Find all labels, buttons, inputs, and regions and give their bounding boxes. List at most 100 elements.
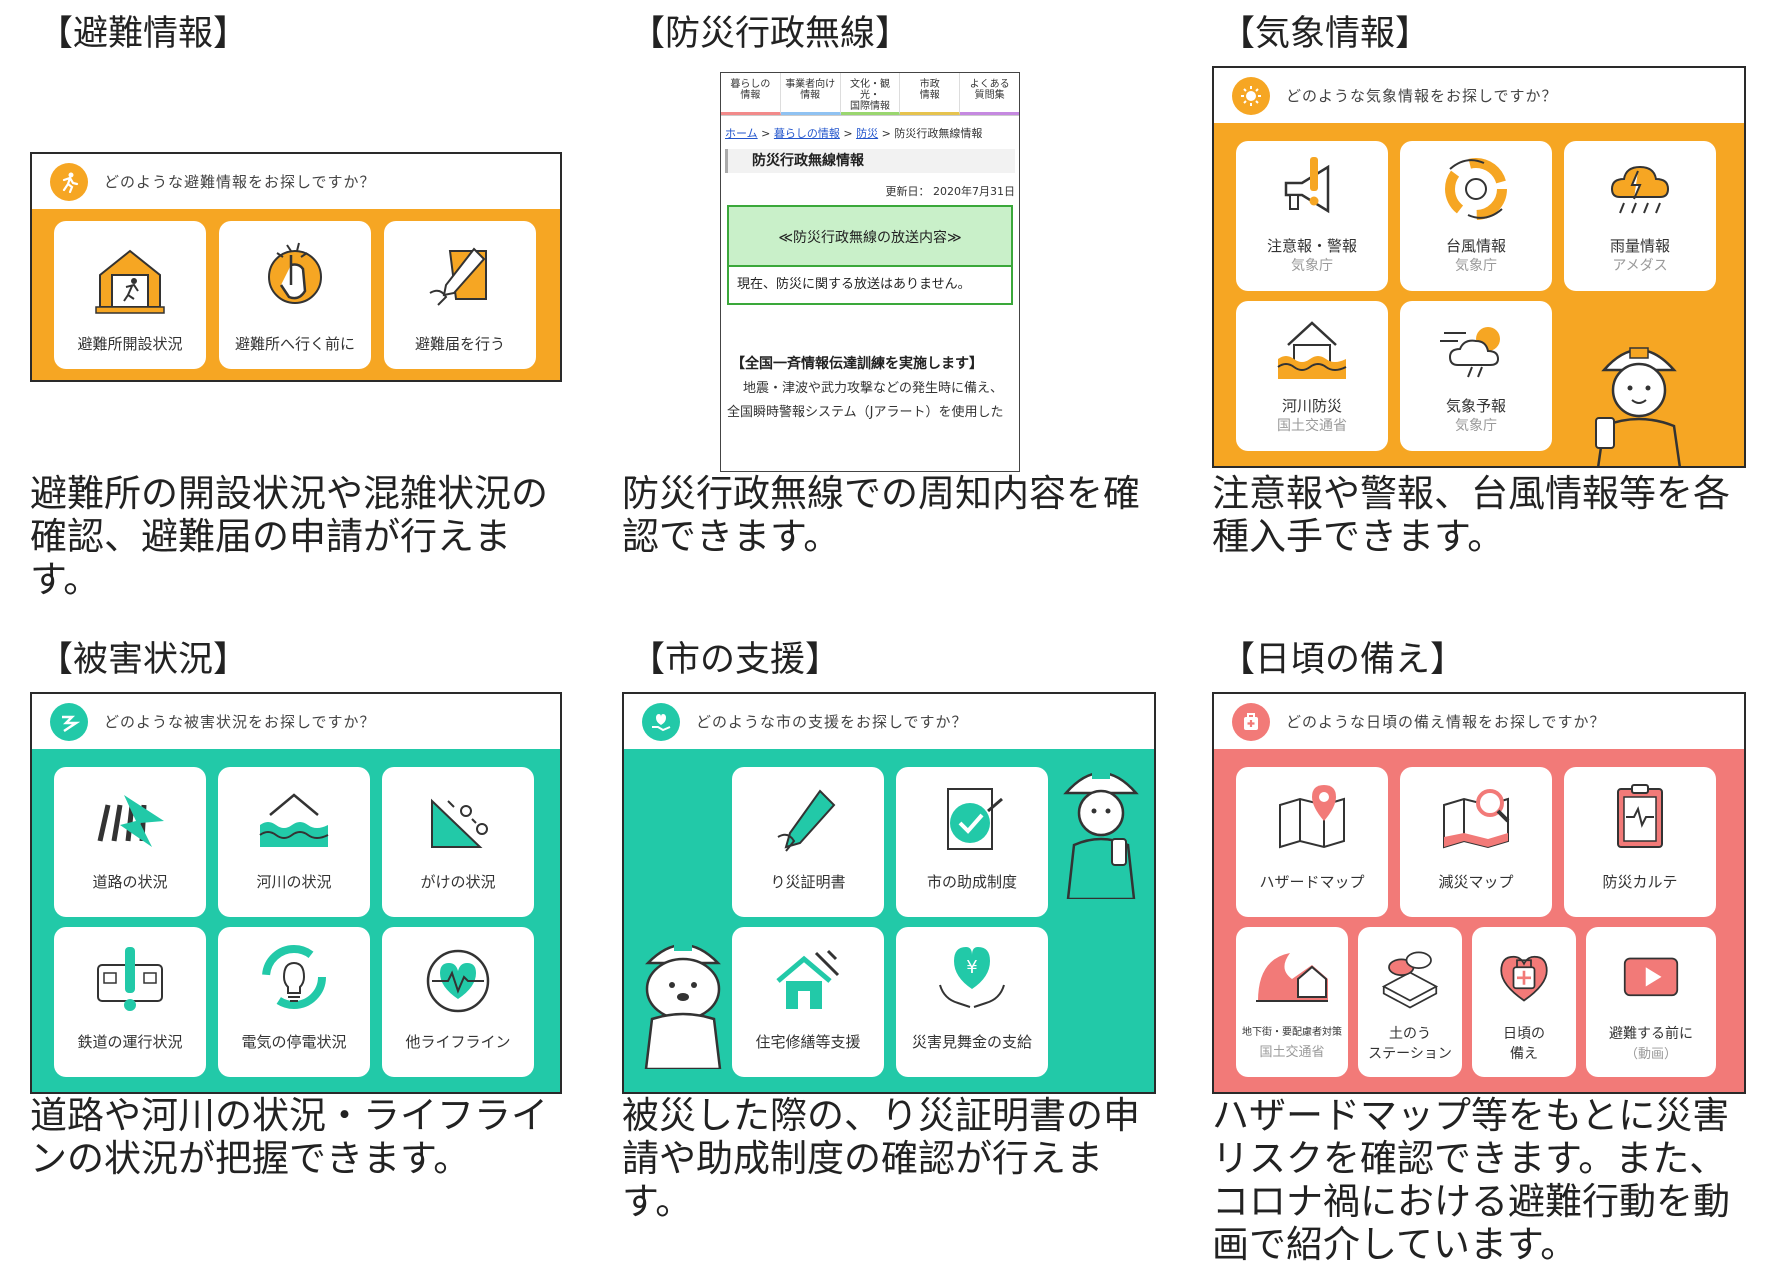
tile-label: 河川の状況: [256, 873, 332, 891]
notice-title: 【全国一斉情報伝達訓練を実施します】: [731, 356, 983, 372]
panel-question: どのような避難情報をお探しですか？: [104, 173, 376, 191]
tile-condolence-money[interactable]: ¥ 災害見舞金の支給: [896, 927, 1048, 1077]
tile-housing-repair[interactable]: 住宅修繕等支援: [732, 927, 884, 1077]
section-weather: 【気象情報】 どのような気象情報をお探しですか？ 注意報・警報 気象庁 台風情報…: [1212, 14, 1752, 604]
tile-rivers[interactable]: 河川の状況: [218, 767, 370, 917]
shelter-house-icon: [95, 249, 165, 314]
otter-mascot-illustration: [644, 941, 722, 1069]
tile-before-evacuating-video[interactable]: 避難する前に （動画）: [1586, 927, 1716, 1077]
tile-label: がけの状況: [420, 873, 496, 891]
section-title: 【防災行政無線】: [630, 14, 911, 54]
tile-source: （動画）: [1624, 1047, 1677, 1062]
house-repair-icon: [776, 949, 840, 1009]
lightning-icon: [50, 702, 88, 741]
yen-heart-icon: ¥: [939, 947, 1005, 1008]
nav-item[interactable]: 市政 情報: [900, 73, 961, 115]
tile-label: 避難所開設状況: [77, 335, 183, 353]
section-damage: 【被害状況】 どのような被害状況をお探しですか？ 道路の状況 河川の状況 がけの…: [30, 640, 570, 1280]
breadcrumb: ホーム > 暮らしの情報 > 防災 > 防災行政無線情報: [725, 127, 983, 140]
tile-label: 電気の停電状況: [241, 1033, 347, 1051]
tile-rainfall[interactable]: 雨量情報 アメダス: [1564, 141, 1716, 291]
tile-forecast[interactable]: 気象予報 気象庁: [1400, 301, 1552, 451]
panel-question: どのような日頃の備え情報をお探しですか？: [1286, 713, 1606, 731]
panel-question: どのような被害状況をお探しですか？: [104, 713, 376, 731]
tile-source: 気象庁: [1291, 258, 1333, 274]
tile-area: 注意報・警報 気象庁 台風情報 気象庁 雨量情報 アメダス 河川防災 国土交通省…: [1214, 123, 1744, 466]
tile-power[interactable]: 電気の停電状況: [218, 927, 370, 1077]
panel-question: どのような市の支援をお探しですか？: [696, 713, 968, 731]
tile-evac-report[interactable]: 避難届を行う: [384, 221, 536, 369]
pen-document-icon: [429, 247, 487, 306]
section-radio: 【防災行政無線】 暮らしの 情報 事業者向け 情報 文化・観光・ 国際情報 市政…: [622, 14, 1162, 604]
notice-line: 地震・津波や武力攻撃などの発生時に備え、: [743, 381, 1004, 396]
tile-hazard-map[interactable]: ハザードマップ: [1236, 767, 1388, 917]
tile-label: 鉄道の運行状況: [77, 1033, 183, 1051]
panel-header: どのような気象情報をお探しですか？: [1214, 68, 1744, 123]
breadcrumb-home-link[interactable]: ホーム: [725, 127, 758, 140]
preparedness-panel: どのような日頃の備え情報をお探しですか？ ハザードマップ 減災マップ 防災カルテ…: [1212, 692, 1746, 1094]
breadcrumb-bousai-link[interactable]: 防災: [856, 127, 879, 140]
typhoon-icon: [1445, 158, 1507, 220]
sun-icon: [1232, 76, 1270, 115]
tile-river[interactable]: 河川防災 国土交通省: [1236, 301, 1388, 451]
tile-disaster-chart[interactable]: 防災カルテ: [1564, 767, 1716, 917]
section-description: 注意報や警報、台風情報等を各種入手できます。: [1212, 472, 1730, 558]
tile-city-subsidy[interactable]: 市の助成制度: [896, 767, 1048, 917]
river-flood-icon: [259, 793, 329, 847]
tile-label: 市の助成制度: [926, 873, 1017, 891]
nav-item[interactable]: よくある 質問集: [960, 73, 1019, 115]
clipboard-icon: [1617, 784, 1663, 848]
hand-press-icon: [268, 242, 322, 304]
site-nav: 暮らしの 情報 事業者向け 情報 文化・観光・ 国際情報 市政 情報 よくある …: [721, 73, 1019, 116]
tile-label: 防災カルテ: [1602, 873, 1678, 891]
broadcast-heading: ≪防災行政無線の放送内容≫: [727, 205, 1013, 267]
tile-source: 気象庁: [1455, 418, 1497, 434]
tile-mitigation-map[interactable]: 減災マップ: [1400, 767, 1552, 917]
worker-mascot-illustration: [1595, 347, 1681, 466]
flood-wave-house-icon: [1256, 953, 1328, 1002]
worker-mascot-illustration: [1063, 769, 1139, 899]
section-title: 【被害状況】: [38, 640, 249, 680]
tile-sandbag-station[interactable]: 土のう ステーション: [1358, 927, 1462, 1077]
nav-item[interactable]: 文化・観光・ 国際情報: [840, 73, 901, 115]
tile-label: 避難届を行う: [414, 335, 505, 353]
panel-header: どのような避難情報をお探しですか？: [32, 154, 560, 209]
weather-panel: どのような気象情報をお探しですか？ 注意報・警報 気象庁 台風情報 気象庁 雨量…: [1212, 66, 1746, 468]
tile-shelter-status[interactable]: 避難所開設状況: [54, 221, 206, 369]
tile-area: ハザードマップ 減災マップ 防災カルテ 地下街・要配慮者対策 国土交通省 土のう…: [1214, 749, 1744, 1092]
breadcrumb-life-link[interactable]: 暮らしの情報: [773, 127, 840, 140]
evacuation-panel: どのような避難情報をお探しですか？ 避難所開設状況 避難所へ行く前に 避難届を行…: [30, 152, 562, 382]
train-icon: [97, 947, 163, 1011]
road-crack-icon: [97, 795, 164, 847]
tile-label: 避難所へ行く前に: [234, 335, 355, 353]
tile-label: 地下街・要配慮者対策: [1242, 1027, 1342, 1038]
tile-warnings[interactable]: 注意報・警報 気象庁: [1236, 141, 1388, 291]
tile-typhoon[interactable]: 台風情報 気象庁: [1400, 141, 1552, 291]
radio-webpage: 暮らしの 情報 事業者向け 情報 文化・観光・ 国際情報 市政 情報 よくある …: [720, 72, 1020, 472]
weather-forecast-icon: [1440, 327, 1500, 378]
tile-label: 日頃の: [1503, 1026, 1545, 1042]
breadcrumb-current: 防災行政無線情報: [894, 127, 983, 140]
tile-label: 他ライフライン: [405, 1033, 511, 1051]
tile-label: 注意報・警報: [1266, 237, 1357, 255]
tile-label: り災証明書: [770, 873, 846, 891]
tile-roads[interactable]: 道路の状況: [54, 767, 206, 917]
tile-underground-measures[interactable]: 地下街・要配慮者対策 国土交通省: [1236, 927, 1348, 1077]
tile-disaster-certificate[interactable]: り災証明書: [732, 767, 884, 917]
tile-label: 災害見舞金の支給: [911, 1033, 1032, 1051]
tile-label: 道路の状況: [92, 873, 168, 891]
map-pin-icon: [1279, 785, 1345, 849]
section-description: ハザードマップ等をもとに災害リスクを確認できます。また、コロナ禍における避難行動…: [1212, 1094, 1730, 1266]
heartbeat-icon: [426, 949, 490, 1013]
tile-cliffs[interactable]: がけの状況: [382, 767, 534, 917]
tile-label: 備え: [1510, 1046, 1538, 1062]
tile-source: 気象庁: [1455, 258, 1497, 274]
section-title: 【日頃の備え】: [1220, 640, 1466, 680]
updated-date: 更新日： 2020年7月31日: [885, 185, 1016, 198]
nav-item[interactable]: 事業者向け 情報: [780, 73, 841, 115]
tile-trains[interactable]: 鉄道の運行状況: [54, 927, 206, 1077]
tile-lifelines[interactable]: 他ライフライン: [382, 927, 534, 1077]
tile-before-going[interactable]: 避難所へ行く前に: [219, 221, 371, 369]
nav-item[interactable]: 暮らしの 情報: [721, 73, 781, 115]
tile-daily-prep[interactable]: 日頃の 備え: [1472, 927, 1576, 1077]
